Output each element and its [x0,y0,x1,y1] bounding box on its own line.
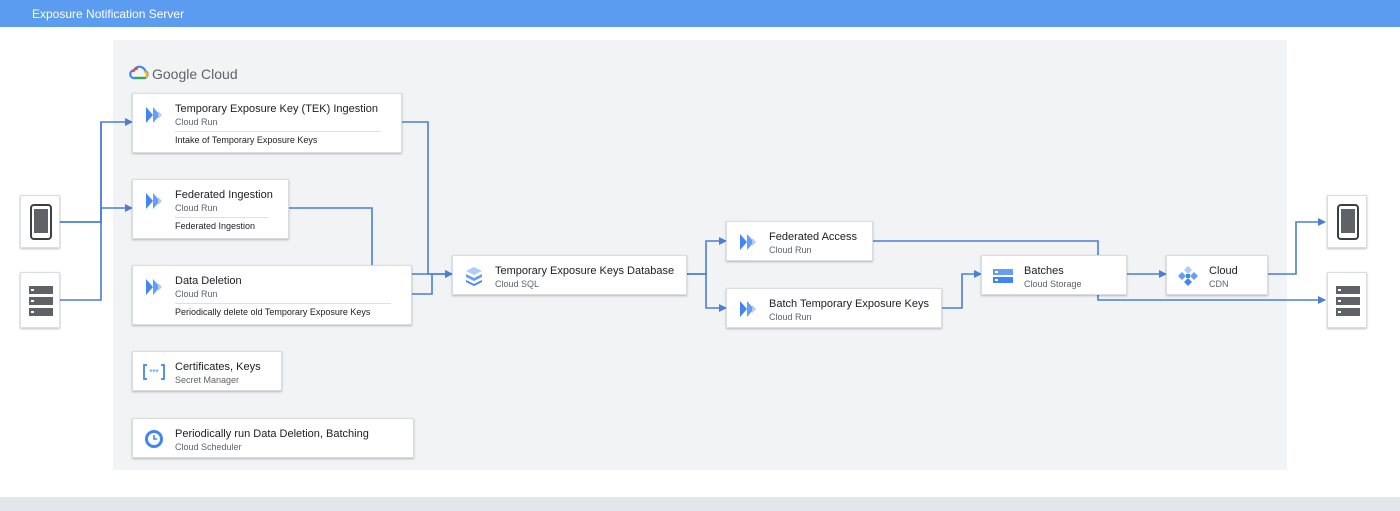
server-left [20,272,60,328]
node-subtitle: Cloud Storage [1024,279,1082,289]
server-right [1327,272,1367,328]
bottom-bar [0,497,1400,511]
node-subtitle: Cloud Run [175,289,218,299]
cloud-run-icon [146,107,162,123]
node-subtitle: Cloud Run [769,245,812,255]
mobile-device-right [1327,195,1367,248]
edge-federated-to-db [289,207,453,278]
node-title: Certificates, Keys [175,361,261,373]
google-cloud-label: Google Cloud [152,66,238,82]
window-title-bar: Exposure Notification Server [0,0,1400,27]
node-title: Periodically run Data Deletion, Batching [175,428,369,440]
node-divider [175,303,391,304]
node-subtitle: Cloud Run [175,117,218,127]
mobile-device-left [20,195,60,248]
cloud-run-icon [740,234,756,250]
node-title: Data Deletion [175,275,242,287]
cloud-scheduler-icon [145,430,163,448]
edge-mobile-to-federated [60,204,133,223]
mobile-device-icon [30,204,52,240]
node-title: Federated Access [769,231,858,243]
cloud-sql-icon [466,267,482,286]
edge-deletion-to-db [412,274,433,295]
node-subtitle: Cloud Run [175,203,218,213]
node-tek-ingestion[interactable]: Temporary Exposure Key (TEK) Ingestion C… [132,93,402,153]
node-secret-manager[interactable]: *** Certificates, Keys Secret Manager [132,351,282,391]
node-divider [175,131,381,132]
edge-cdn-to-mobile [1268,218,1326,275]
node-subtitle: Cloud SQL [495,279,540,289]
node-subtitle: Cloud Scheduler [175,442,242,452]
secret-manager-icon: *** [143,364,165,380]
node-title: Federated Ingestion [175,189,273,201]
node-title: Temporary Exposure Key (TEK) Ingestion [175,103,378,115]
node-batches-storage[interactable]: Batches Cloud Storage [981,255,1127,295]
edge-server-to-tek [60,122,102,301]
edge-db-to-batch [687,273,727,312]
server-icon [1336,286,1360,316]
edge-tek-to-db [402,121,453,278]
mobile-device-icon [1337,204,1359,240]
node-federated-access[interactable]: Federated Access Cloud Run [726,221,873,261]
node-title: Temporary Exposure Keys Database [495,265,675,277]
node-description: Federated Ingestion [175,221,256,231]
node-title: Batch Temporary Exposure Keys [769,298,929,310]
node-subtitle: Cloud Run [769,312,812,322]
window-title: Exposure Notification Server [32,7,185,21]
node-cloud-cdn[interactable]: Cloud CDN [1166,255,1268,295]
edge-mobile-to-tek [60,118,133,223]
svg-text:***: *** [149,368,158,377]
cloud-cdn-icon [1178,266,1198,286]
edge-batch-to-batches [942,270,982,309]
node-keys-database[interactable]: Temporary Exposure Keys Database Cloud S… [452,255,687,295]
node-cloud-scheduler[interactable]: Periodically run Data Deletion, Batching… [132,418,414,458]
node-subtitle: Secret Manager [175,375,240,385]
google-cloud-logo-icon [129,65,149,80]
node-data-deletion[interactable]: Data Deletion Cloud Run Periodically del… [132,265,412,325]
node-description: Intake of Temporary Exposure Keys [175,135,318,145]
edge-db-to-federated-access [687,237,727,275]
cloud-run-icon [146,193,162,209]
node-federated-ingestion[interactable]: Federated Ingestion Cloud Run Federated … [132,179,289,239]
node-description: Periodically delete old Temporary Exposu… [175,307,371,317]
node-title: Cloud [1209,265,1238,277]
cloud-storage-icon [993,269,1013,283]
node-divider [175,217,268,218]
server-icon [29,286,53,316]
node-title: Batches [1024,265,1064,277]
cloud-run-icon [146,279,162,295]
cloud-run-icon [740,301,756,317]
node-batch-keys[interactable]: Batch Temporary Exposure Keys Cloud Run [726,288,942,328]
node-subtitle: CDN [1209,279,1229,289]
